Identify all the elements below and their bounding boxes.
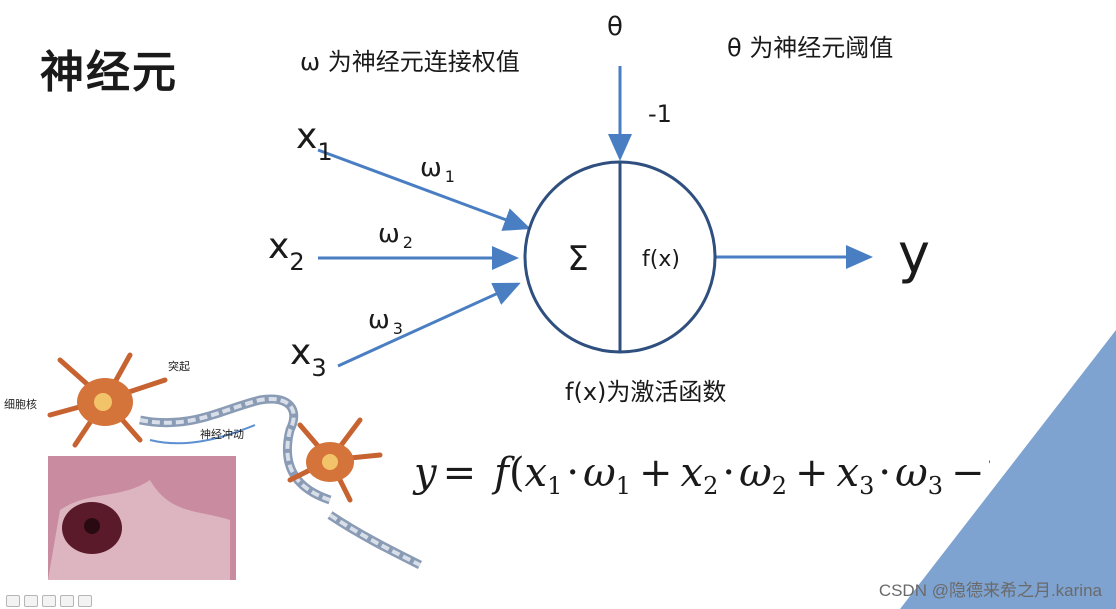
- output-label: y: [898, 222, 930, 285]
- cell-1-nucleus: [94, 393, 112, 411]
- toolbar-slide-icon[interactable]: [6, 595, 20, 607]
- cell-2-nucleus: [322, 454, 338, 470]
- formula-text: y=f(x1·ω1+x2·ω2+x3·ω3−1): [412, 450, 990, 500]
- toolbar-pen-icon[interactable]: [24, 595, 38, 607]
- label-protrusion: 突起: [168, 359, 190, 373]
- activation-symbol: f(x): [642, 247, 680, 272]
- formula: y=f(x1·ω1+x2·ω2+x3·ω3−1): [400, 438, 990, 508]
- input-1-label: x1: [296, 116, 333, 166]
- slide-toolbar: [6, 595, 92, 607]
- toolbar-eraser-icon[interactable]: [42, 595, 56, 607]
- biological-neuron-image: 突起 细胞核 神经冲动: [0, 340, 430, 585]
- micrograph-nucleus: [84, 518, 100, 534]
- label-impulse: 神经冲动: [200, 427, 244, 441]
- toolbar-pointer-icon[interactable]: [60, 595, 74, 607]
- sum-symbol: Σ: [567, 239, 588, 279]
- label-cell-body: 细胞核: [4, 397, 37, 411]
- input-2-label: x2: [268, 226, 305, 276]
- watermark: CSDN @隐德来希之月.karina: [879, 576, 1102, 601]
- toolbar-video-icon[interactable]: [78, 595, 92, 607]
- axon-lower-myelin: [330, 515, 420, 565]
- neuron-cell-1: [50, 355, 165, 445]
